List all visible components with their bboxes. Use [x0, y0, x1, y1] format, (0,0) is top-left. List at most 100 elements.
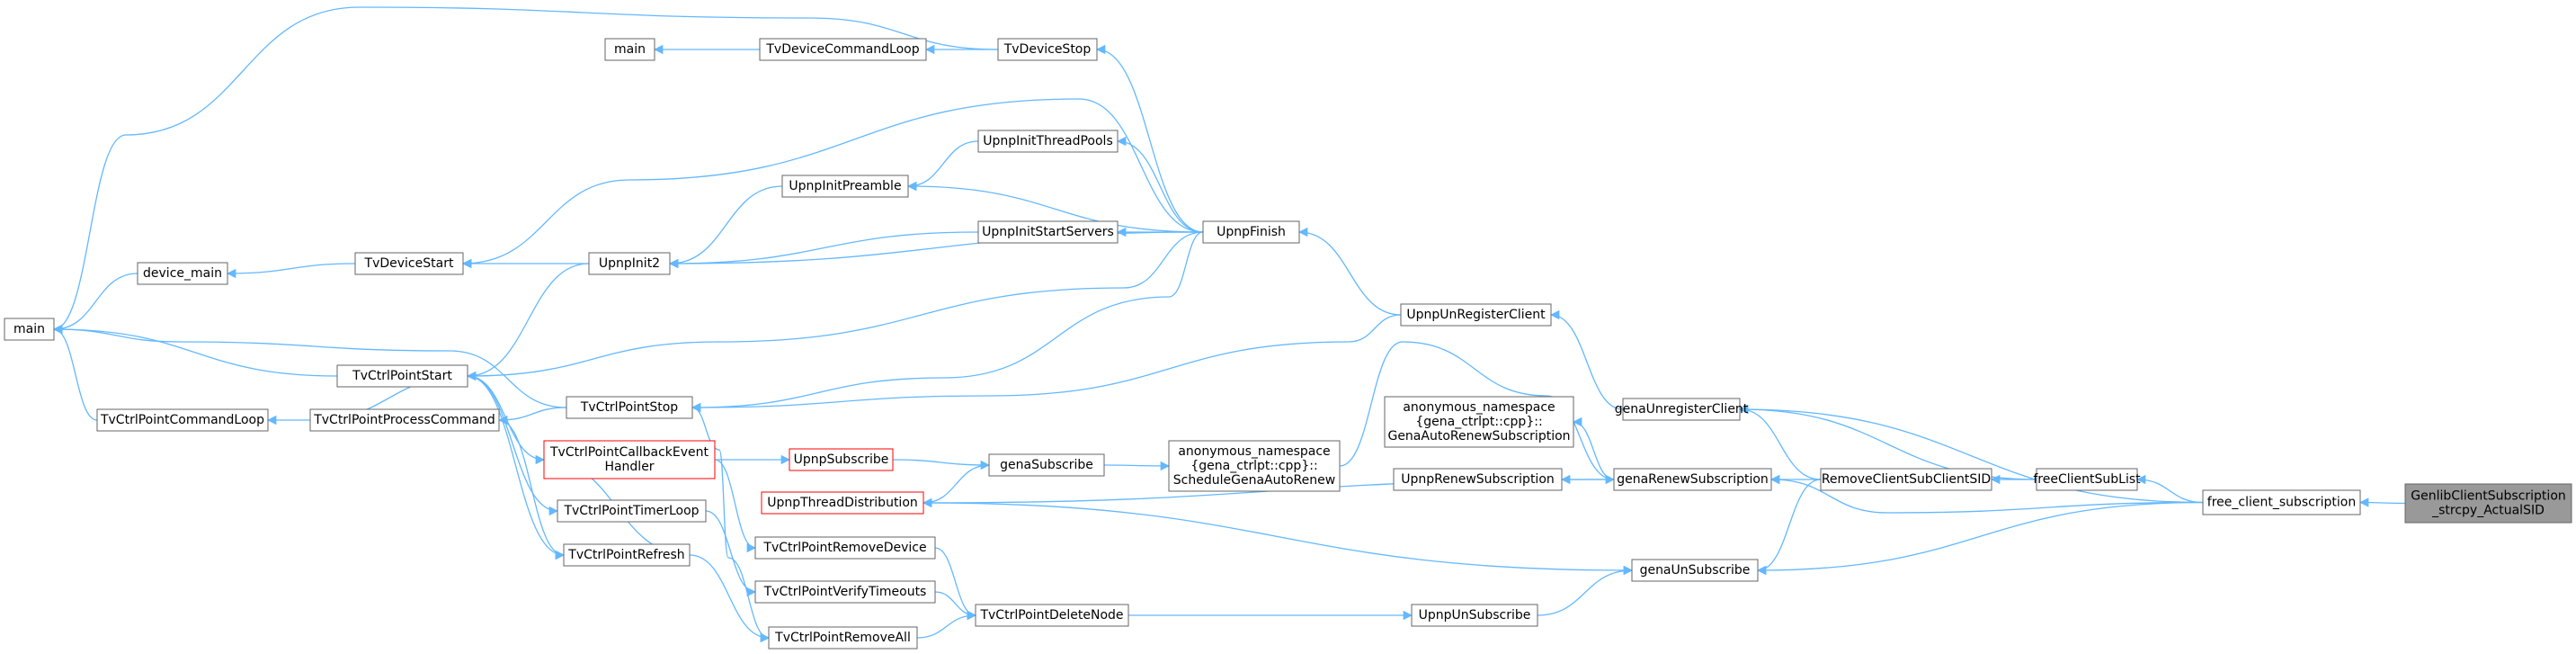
node-genaUnregisterClient[interactable]: genaUnregisterClient [1615, 398, 1749, 421]
node-UpnpUnSubscribe[interactable]: UpnpUnSubscribe [1411, 604, 1538, 627]
node-UpnpRenewSubscription[interactable]: UpnpRenewSubscription [1393, 468, 1563, 491]
node-genaUnSubscribe[interactable]: genaUnSubscribe [1631, 559, 1759, 582]
node-TvCtrlPointVerifyTimeouts[interactable]: TvCtrlPointVerifyTimeouts [754, 580, 936, 604]
node-TvCtrlPointCommandLoop[interactable]: TvCtrlPointCommandLoop [96, 408, 269, 432]
edge-genaRenewSubscription-to-free_client_subscription [1769, 474, 2204, 514]
edge-main_left-to-TvDeviceStop [52, 6, 999, 335]
node-TvCtrlPointTimerLoop[interactable]: TvCtrlPointTimerLoop [557, 499, 707, 523]
node-TvCtrlPointStart[interactable]: TvCtrlPointStart [336, 364, 468, 388]
node-box [768, 626, 918, 650]
edge-device_main-to-TvDeviceStart [226, 263, 356, 279]
node-box [988, 453, 1105, 477]
node-genaRenewSubscription[interactable]: genaRenewSubscription [1613, 468, 1772, 491]
node-label: TvCtrlPointStop [580, 400, 678, 415]
node-box [604, 38, 655, 61]
node-box [975, 604, 1129, 627]
edge-UpnpThreadDistribution-to-genaSubscribe [922, 464, 990, 508]
node-label: ScheduleGenaAutoRenew [1173, 473, 1335, 488]
node-label: TvCtrlPointCallbackEvent [549, 445, 709, 460]
node-label: anonymous_namespace [1403, 400, 1555, 415]
node-RemoveClientSubClientSID[interactable]: RemoveClientSubClientSID [1820, 468, 1992, 491]
node-UpnpInitStartServers[interactable]: UpnpInitStartServers [977, 220, 1119, 244]
node-box [566, 396, 693, 419]
node-label: UpnpInit2 [599, 256, 660, 271]
node-label: genaUnregisterClient [1615, 402, 1749, 417]
node-TvDeviceStart[interactable]: TvDeviceStart [354, 252, 464, 275]
node-TvDeviceCommandLoop[interactable]: TvDeviceCommandLoop [759, 38, 927, 61]
node-box [789, 448, 894, 471]
node-UpnpInitPreamble[interactable]: UpnpInitPreamble [781, 175, 909, 198]
node-box [1400, 303, 1552, 327]
node-box [1411, 604, 1538, 627]
node-box [588, 252, 671, 275]
node-box [96, 408, 269, 432]
node-box [543, 440, 716, 479]
node-TvCtrlPointStop[interactable]: TvCtrlPointStop [566, 396, 693, 419]
node-TvDeviceStop[interactable]: TvDeviceStop [997, 38, 1098, 61]
node-label: TvDeviceStop [1003, 42, 1092, 57]
node-box [1631, 559, 1759, 582]
edges-layer [52, 6, 2406, 643]
edge-TvCtrlPointStop-to-UpnpUnRegisterClient [691, 314, 1402, 413]
node-freeClientSubList[interactable]: freeClientSubList [2033, 468, 2141, 491]
node-label: GenaAutoRenewSubscription [1387, 429, 1570, 443]
edge-ScheduleGenaAutoRenew-to-genaSubscribe [1103, 461, 1171, 471]
node-GenaAutoRenewSubscription[interactable]: anonymous_namespace{gena_ctrlpt::cpp}::G… [1384, 396, 1574, 448]
edge-free_client_subscription-to-root [2358, 497, 2406, 507]
edge-TvCtrlPointDeleteNode-to-TvCtrlPointRemoveAll [916, 610, 977, 639]
edge-TvCtrlPointTimerLoop-to-TvCtrlPointStart [467, 375, 559, 516]
node-TvCtrlPointProcessCommand[interactable]: TvCtrlPointProcessCommand [309, 408, 500, 432]
node-TvCtrlPointRemoveDevice[interactable]: TvCtrlPointRemoveDevice [754, 536, 936, 560]
node-UpnpInitThreadPools[interactable]: UpnpInitThreadPools [977, 130, 1119, 153]
edge-genaUnregisterClient-to-free_client_subscription [1738, 404, 2204, 504]
edge-TvCtrlPointRefresh-to-TvCtrlPointStart [467, 375, 566, 560]
node-label: main [614, 42, 646, 57]
node-label: TvCtrlPointRefresh [567, 548, 684, 562]
node-free_client_subscription[interactable]: free_client_subscription [2202, 489, 2361, 515]
node-UpnpInit2[interactable]: UpnpInit2 [588, 252, 671, 275]
node-label: UpnpThreadDistribution [767, 496, 918, 510]
node-label: TvCtrlPointCommandLoop [100, 413, 264, 427]
node-device_main[interactable]: device_main [137, 262, 228, 285]
node-TvCtrlPointRemoveAll[interactable]: TvCtrlPointRemoveAll [768, 626, 918, 650]
node-UpnpSubscribe[interactable]: UpnpSubscribe [789, 448, 894, 471]
node-box [557, 499, 707, 523]
edge-main_left-to-device_main [52, 273, 138, 335]
node-box [1168, 440, 1341, 492]
edge-genaRenewSubscription-to-ScheduleGenaAutoRenew [1339, 341, 1616, 485]
node-label: UpnpInitThreadPools [983, 134, 1112, 148]
node-label: TvCtrlPointRemoveDevice [762, 541, 926, 555]
node-root[interactable]: GenlibClientSubscription_strcpy_ActualSI… [2404, 483, 2572, 524]
node-box [977, 220, 1119, 244]
node-TvCtrlPointRefresh[interactable]: TvCtrlPointRefresh [563, 543, 691, 567]
node-box [1820, 468, 1992, 491]
node-UpnpThreadDistribution[interactable]: UpnpThreadDistribution [761, 491, 924, 515]
node-TvCtrlPointDeleteNode[interactable]: TvCtrlPointDeleteNode [975, 604, 1129, 627]
node-label: device_main [143, 266, 222, 281]
node-label: {gena_ctrlpt::cpp}:: [1415, 415, 1542, 429]
edge-TvCtrlPointStart-to-UpnpInit2 [466, 263, 590, 381]
node-main_top[interactable]: main [604, 38, 655, 61]
node-genaSubscribe[interactable]: genaSubscribe [988, 453, 1105, 477]
node-label: UpnpUnRegisterClient [1406, 308, 1546, 322]
edge-UpnpInit2-to-UpnpInitStartServers [668, 231, 979, 269]
edge-main_left-to-TvCtrlPointStop [52, 324, 567, 408]
node-UpnpFinish[interactable]: UpnpFinish [1202, 220, 1300, 244]
node-box [4, 318, 55, 341]
edge-UpnpInit2-to-UpnpInitPreamble [668, 185, 783, 269]
node-label: TvDeviceStart [364, 256, 454, 271]
edge-TvCtrlPointRemoveDevice-to-TvCtrlPointCallbackEventHandler [714, 459, 757, 553]
node-label: TvCtrlPointProcessCommand [313, 413, 495, 427]
node-label: {gena_ctrlpt::cpp}:: [1190, 459, 1317, 473]
edge-UpnpInitPreamble-to-UpnpFinish [906, 181, 1204, 233]
node-UpnpUnRegisterClient[interactable]: UpnpUnRegisterClient [1400, 303, 1552, 327]
nodes-layer: GenlibClientSubscription_strcpy_ActualSI… [4, 38, 2572, 650]
node-label: TvCtrlPointTimerLoop [563, 504, 699, 518]
node-box [2036, 468, 2138, 491]
node-box [761, 491, 924, 515]
node-main_left[interactable]: main [4, 318, 55, 341]
edge-TvCtrlPointDeleteNode-to-TvCtrlPointRemoveDevice [934, 547, 977, 621]
node-ScheduleGenaAutoRenew[interactable]: anonymous_namespace{gena_ctrlpt::cpp}::S… [1168, 440, 1341, 492]
